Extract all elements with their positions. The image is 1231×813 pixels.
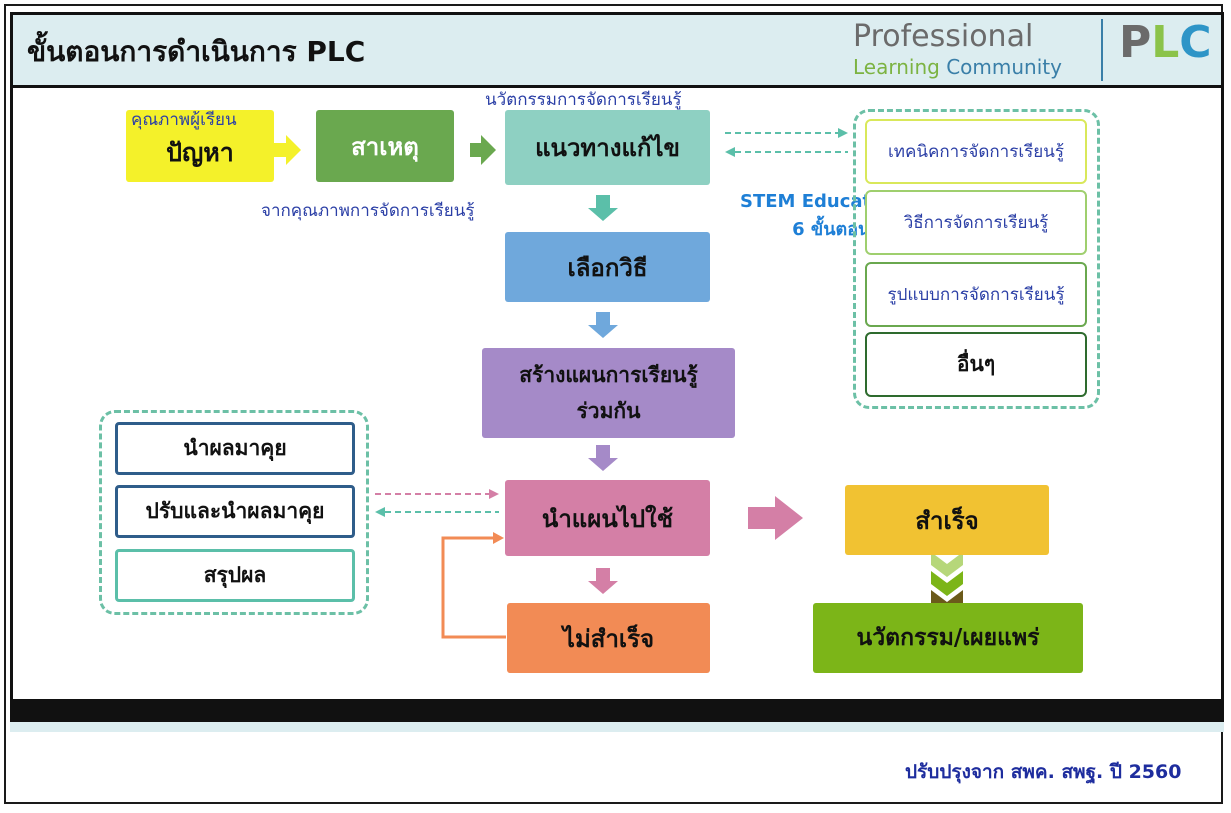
slide-title: ขั้นตอนการดำเนินการ PLC [27,35,366,68]
choose-method-label: เลือกวิธี [567,253,648,282]
fail-label: ไม่สำเร็จ [562,624,655,653]
arrow-cause-to-solution [470,135,496,165]
option-method: วิธีการจัดการเรียนรู้ [865,190,1087,255]
innovation-box: นวัตกรรม/เผยแพร่ [813,603,1083,673]
title-bar: ขั้นตอนการดำเนินการ PLC Professional Lea… [13,15,1221,88]
arrow-apply-to-fail [588,568,618,594]
success-label: สำเร็จ [915,506,979,535]
left-option-discuss: นำผลมาคุย [115,422,355,475]
fail-box: ไม่สำเร็จ [507,603,710,673]
logo-c: C [1179,17,1212,68]
plc-logo: PLC [1119,17,1212,68]
left-option-adjust: ปรับและนำผลมาคุย [115,485,355,538]
problem-label: ปัญหา [166,138,234,167]
chevron-2 [931,571,963,596]
solution-caption: นวัตกรรมการจัดการเรียนรู้ [485,90,682,110]
apply-plan-label: นำแผนไปใช้ [541,504,674,533]
feedback-loop [441,536,506,639]
dashed-to-options-head [838,128,848,138]
arrow-plan-to-apply [588,445,618,471]
logo-l: L [1151,17,1180,68]
arrow-solution-to-method [588,195,618,221]
arrow-apply-to-success [748,496,803,540]
plan-box: สร้างแผนการเรียนรู้ ร่วมกัน [482,348,735,438]
dashed-from-options-head [725,147,735,157]
option-model: รูปแบบการจัดการเรียนรู้ [865,262,1087,327]
left-option-conclude: สรุปผล [115,549,355,602]
innovation-label: นวัตกรรม/เผยแพร่ [856,625,1040,651]
slide: ขั้นตอนการดำเนินการ PLC Professional Lea… [10,12,1224,702]
plan-label-line1: สร้างแผนการเรียนรู้ [519,363,698,387]
arrow-method-to-plan [588,312,618,338]
success-box: สำเร็จ [845,485,1049,555]
solution-box: แนวทางแก้ไข [505,110,710,185]
logo-professional: Professional [853,19,1034,54]
problem-box: ปัญหา [126,110,274,182]
feedback-loop-head [493,532,504,544]
cause-caption: จากคุณภาพการจัดการเรียนรู้ [261,201,475,221]
solution-label: แนวทางแก้ไข [535,134,680,162]
problem-caption: คุณภาพผู้เรียน [131,110,237,130]
connector-layer [274,128,963,639]
dashed-from-apply-head [375,507,385,517]
stem-line2: 6 ขั้นตอน [792,219,871,240]
dashed-to-apply-head [489,489,499,499]
bottom-light-strip [10,722,1224,732]
apply-plan-box: นำแผนไปใช้ [505,480,710,556]
logo-divider [1101,19,1103,81]
stem-label: STEM Education 6 ขั้นตอน [740,188,902,244]
left-options-group [99,410,369,615]
option-technique: เทคนิคการจัดการเรียนรู้ [865,119,1087,184]
cause-box: สาเหตุ [316,110,454,182]
right-options-group [853,109,1100,409]
plan-label-line2: ร่วมกัน [576,399,641,423]
cause-label: สาเหตุ [351,132,419,161]
option-other: อื่นๆ [865,332,1087,397]
bottom-dark-strip [10,702,1224,722]
stem-line1: STEM Education [740,191,903,212]
choose-method-box: เลือกวิธี [505,232,710,302]
logo-p: P [1119,17,1152,68]
arrow-problem-to-cause [274,135,301,165]
chevron-1 [931,552,963,577]
logo-learning: Learning [853,55,940,79]
footer-credit: ปรับปรุงจาก สพค. สพฐ. ปี 2560 [905,761,1182,783]
logo-learning-community: Learning Community [853,55,1062,79]
logo-community: Community [946,55,1062,79]
